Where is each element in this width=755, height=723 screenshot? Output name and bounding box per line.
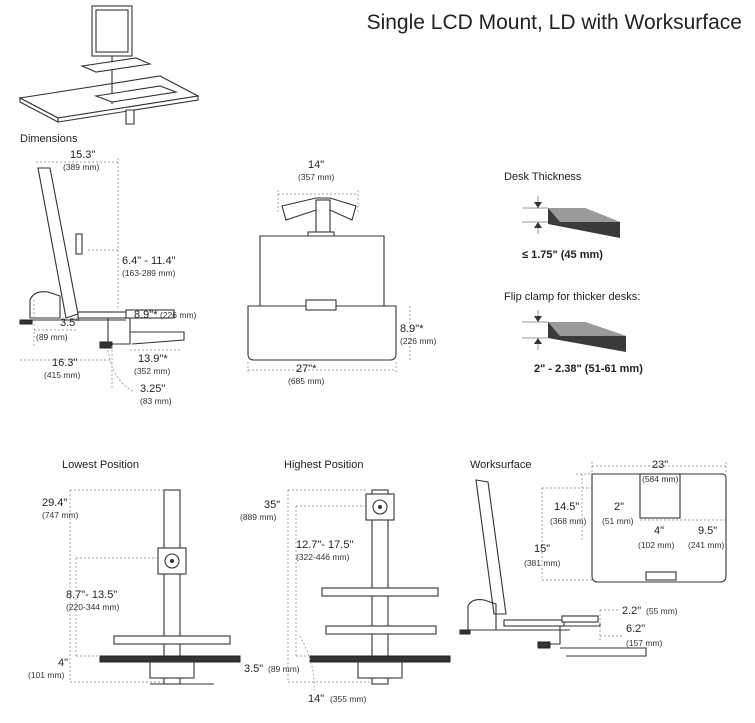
lowest-total-in: 29.4" xyxy=(42,497,67,509)
ws-depth-in: 15" xyxy=(534,543,550,555)
lowest-base-mm: (101 mm) xyxy=(28,670,65,680)
section-lowest: Lowest Position xyxy=(62,459,139,471)
front-base-depth-mm: (226 mm) xyxy=(400,336,437,346)
flip-clamp-label: Flip clamp for thicker desks: xyxy=(504,291,640,303)
side-tray-depth-in: 13.9"* xyxy=(138,353,168,365)
flip-clamp-value: 2" - 2.38" (51-61 mm) xyxy=(534,363,643,375)
ws-notch-in: 2" xyxy=(614,501,624,513)
highest-clamp-mm: (89 mm) xyxy=(268,664,300,674)
side-clamp-depth-mm: (83 mm) xyxy=(140,396,172,406)
highest-clamp-in: 3.5" xyxy=(244,663,263,675)
side-clamp-depth-in: 3.25" xyxy=(140,383,165,395)
side-tray-depth-mm: (352 mm) xyxy=(134,366,171,376)
product-thumbnail xyxy=(18,5,200,125)
side-tray-width-in: 8.9"* xyxy=(134,309,158,321)
front-view: 14" (357 mm) 27"* (685 mm) 8.9"* (226 mm… xyxy=(247,159,437,386)
lowest-total-mm: (747 mm) xyxy=(42,510,79,520)
ws-shelf-in: 2.2" xyxy=(622,605,641,617)
highest-total-in: 35" xyxy=(264,499,280,511)
ws-width-in: 23" xyxy=(652,459,668,471)
lowest-range-in: 8.7"- 13.5" xyxy=(66,589,117,601)
ws-depth-mm: (381 mm) xyxy=(524,558,561,568)
highest-range-mm: (322-446 mm) xyxy=(296,552,350,562)
side-depth-in: 3.5" xyxy=(60,317,79,329)
desk-thickness-panel: Desk Thickness ≤ 1.75" (45 mm) Flip clam… xyxy=(504,171,643,375)
side-height-range-mm: (163-289 mm) xyxy=(122,268,176,278)
lowest-base-in: 4" xyxy=(58,657,68,669)
side-depth-mm: (89 mm) xyxy=(36,332,68,342)
page-title: Single LCD Mount, LD with Worksurface xyxy=(367,11,742,34)
front-base-width-in: 27"* xyxy=(296,363,317,375)
side-width-in: 15.3" xyxy=(70,149,95,161)
ws-notch-w-in: 4" xyxy=(654,525,664,537)
front-top-width-in: 14" xyxy=(308,159,324,171)
front-base-width-mm: (685 mm) xyxy=(288,376,325,386)
side-clamp-in: 16.3" xyxy=(52,357,77,369)
side-clamp-mm: (415 mm) xyxy=(44,370,81,380)
front-base-depth-in: 8.9"* xyxy=(400,323,424,335)
highest-base-in: 14" xyxy=(308,693,324,705)
side-height-range-in: 6.4" - 11.4" xyxy=(122,255,176,267)
side-tray-width-mm: (226 mm) xyxy=(160,310,197,320)
side-view: 15.3" (389 mm) 6.4" - 11.4" (163-289 mm)… xyxy=(19,149,197,406)
highest-range-in: 12.7"- 17.5" xyxy=(296,539,353,551)
ws-shelf-mm: (55 mm) xyxy=(646,606,678,616)
highest-total-mm: (889 mm) xyxy=(240,512,277,522)
ws-d1-mm: (368 mm) xyxy=(550,516,587,526)
desk-thickness-value: ≤ 1.75" (45 mm) xyxy=(522,249,603,261)
ws-d1-in: 14.5" xyxy=(554,501,579,513)
ws-notch-mm: (51 mm) xyxy=(602,516,634,526)
section-dimensions: Dimensions xyxy=(20,133,78,145)
lowest-position-view: Lowest Position 29.4" (747 mm) 8.7"- 13.… xyxy=(28,459,241,685)
side-width-mm: (389 mm) xyxy=(63,162,100,172)
ws-lip-in: 6.2" xyxy=(626,623,645,635)
ws-lip-mm: (157 mm) xyxy=(626,638,663,648)
section-highest: Highest Position xyxy=(284,459,364,471)
ws-notch-w-mm: (102 mm) xyxy=(638,540,675,550)
front-top-width-mm: (357 mm) xyxy=(298,172,335,182)
highest-base-mm: (355 mm) xyxy=(330,694,367,704)
lowest-range-mm: (220-344 mm) xyxy=(66,602,120,612)
desk-thickness-label: Desk Thickness xyxy=(504,171,582,183)
ws-width-mm: (584 mm) xyxy=(642,474,679,484)
ws-side-mm: (241 mm) xyxy=(688,540,725,550)
highest-position-view: Highest Position 35" (889 mm) 12.7"- 17.… xyxy=(240,459,451,705)
section-worksurface: Worksurface xyxy=(470,459,532,471)
ws-side-in: 9.5" xyxy=(698,525,717,537)
worksurface-view: Worksurface 23" (584 mm) 14.5" (368 mm) … xyxy=(459,459,727,657)
